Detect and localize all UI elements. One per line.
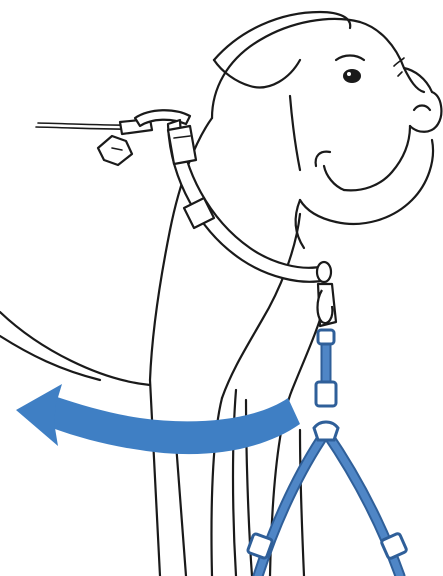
dog-illustration xyxy=(0,12,441,576)
direction-arrow xyxy=(16,384,300,454)
harness xyxy=(247,330,407,576)
eye-icon xyxy=(343,69,361,83)
leash xyxy=(36,110,190,165)
collar xyxy=(168,120,336,326)
